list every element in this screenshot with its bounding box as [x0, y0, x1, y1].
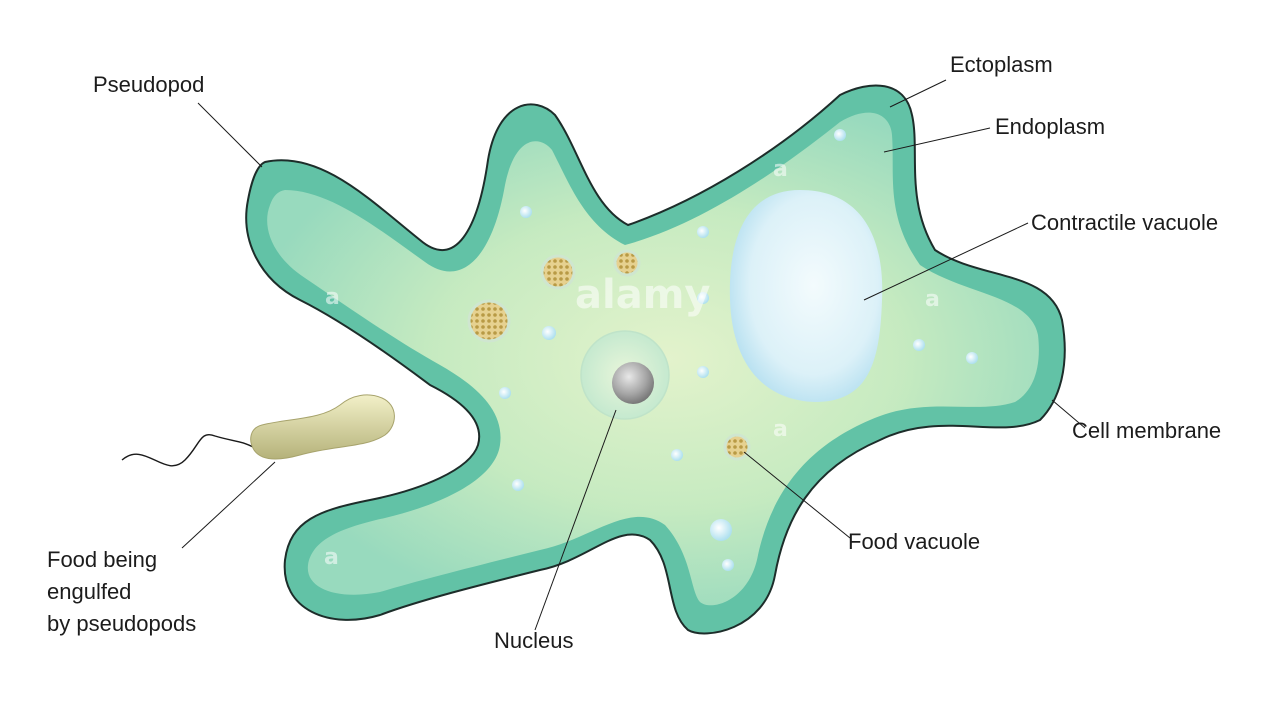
- label-food-engulfed-line1: Food being: [47, 547, 158, 572]
- food-vacuole: [467, 299, 511, 343]
- leader-endoplasm: [883, 127, 991, 153]
- vesicle: [697, 292, 709, 304]
- label-contractile-vacuole: Contractile vacuole: [1031, 210, 1219, 235]
- label-food-engulfed-line3: by pseudopods: [47, 611, 197, 636]
- vesicle: [966, 352, 978, 364]
- leader-pseudopod: [197, 102, 263, 168]
- bacterium-flagellum: [121, 433, 256, 467]
- food-vacuole: [723, 433, 751, 461]
- label-cell-membrane: Cell membrane: [1072, 418, 1222, 443]
- vesicle: [542, 326, 556, 340]
- vesicle: [722, 559, 734, 571]
- leader-food-vacuole: [743, 451, 851, 539]
- label-ectoplasm: Ectoplasm: [950, 52, 1053, 77]
- label-food-engulfed-line2: engulfed: [47, 579, 132, 604]
- leader-cell-membrane: [1051, 399, 1086, 429]
- vesicle: [697, 226, 709, 238]
- label-pseudopod: Pseudopod: [93, 72, 205, 97]
- vesicle: [671, 449, 683, 461]
- nucleus-core: [612, 362, 654, 404]
- food-vacuole: [540, 254, 576, 290]
- label-nucleus: Nucleus: [494, 628, 574, 653]
- contractile-vacuole-shape: [729, 190, 883, 402]
- vesicle: [512, 479, 524, 491]
- bacterium: [250, 394, 395, 460]
- label-endoplasm: Endoplasm: [995, 114, 1106, 139]
- leader-food-engulfed: [181, 461, 276, 549]
- food-vacuole: [613, 249, 641, 277]
- leader-contractile-vacuole: [863, 222, 1029, 301]
- vesicle: [710, 519, 732, 541]
- vesicle: [913, 339, 925, 351]
- vesicle: [834, 129, 846, 141]
- leader-lines: [181, 79, 1086, 631]
- leader-nucleus: [534, 409, 617, 631]
- leader-ectoplasm: [889, 79, 947, 108]
- vesicle: [520, 206, 532, 218]
- vesicle: [697, 366, 709, 378]
- label-food-vacuole: Food vacuole: [848, 529, 981, 554]
- vesicle: [499, 387, 511, 399]
